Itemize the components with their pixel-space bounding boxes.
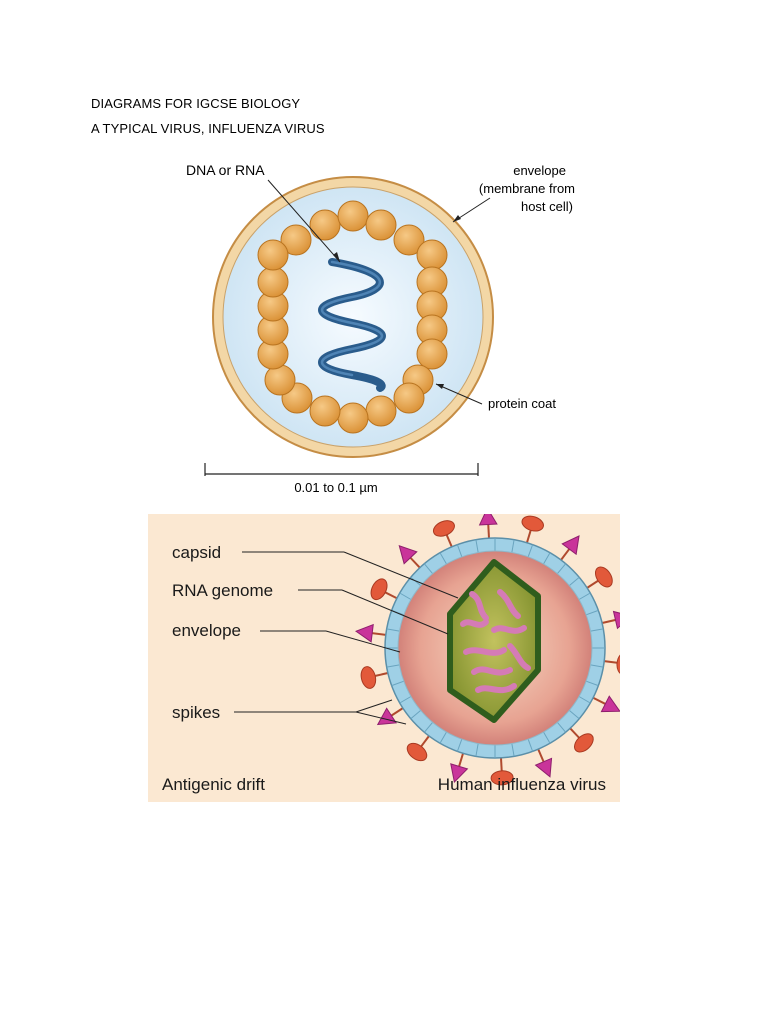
- protein-coat-bead: [393, 224, 425, 256]
- spike-knob: [616, 652, 620, 676]
- spike-knob: [521, 515, 544, 532]
- spike-knob: [490, 770, 514, 786]
- spike-stem: [586, 579, 600, 589]
- spike-stem: [371, 632, 386, 636]
- protein-coat-bead: [257, 266, 289, 298]
- protein-coat-bead: [280, 224, 312, 256]
- spike-triangle: [478, 514, 498, 526]
- spike-triangle: [354, 623, 374, 643]
- protein-coat-bead: [264, 364, 296, 396]
- spike-stem: [419, 735, 430, 748]
- protein-coat-bead: [416, 239, 448, 271]
- protein-coat-bead: [337, 402, 369, 434]
- leader-dna-or-rna: [267, 179, 341, 263]
- caption-human-influenza-virus: Human influenza virus: [438, 775, 606, 794]
- protein-coat-ring: [257, 200, 448, 434]
- protein-coat-bead: [365, 209, 397, 241]
- spike-triangle: [612, 610, 620, 630]
- document-subheading: A TYPICAL VIRUS, INFLUENZA VIRUS: [91, 121, 325, 136]
- spike-knob: [594, 566, 613, 588]
- spike-stem: [601, 618, 616, 624]
- spike-triangle: [398, 545, 418, 565]
- spike-triangle: [450, 763, 469, 783]
- spike-stem: [487, 524, 491, 539]
- spike-stem: [525, 529, 532, 544]
- spike-stem: [445, 533, 453, 548]
- label-capsid: capsid: [172, 543, 221, 562]
- spike-stem: [499, 757, 503, 772]
- label-dna-or-rna: DNA or RNA: [186, 162, 265, 178]
- label-envelope: envelope: [172, 621, 241, 640]
- spike-triangle: [534, 757, 553, 778]
- protein-coat-bead: [337, 200, 369, 232]
- label-envelope: envelope: [513, 163, 566, 178]
- spike-stem: [592, 696, 607, 705]
- protein-coat-bead: [416, 338, 448, 370]
- protein-coat-bead: [309, 209, 341, 241]
- spike-stem: [569, 727, 581, 740]
- protein-coat-bead: [257, 239, 289, 271]
- leader-protein-coat: [435, 383, 483, 405]
- spike-stem: [560, 548, 571, 561]
- spikes-ring: [354, 514, 620, 786]
- spike-stem: [604, 660, 619, 664]
- caption-antigenic-drift: Antigenic drift: [162, 775, 265, 794]
- label-rna-genome: RNA genome: [172, 581, 273, 600]
- label-envelope-host-cell: host cell): [521, 199, 573, 214]
- rna-genome: [460, 589, 531, 694]
- spike-triangle: [561, 535, 580, 556]
- label-spikes: spikes: [172, 703, 220, 722]
- spike-knob: [360, 666, 377, 689]
- label-protein-coat: protein coat: [488, 396, 556, 411]
- spike-stem: [374, 672, 389, 678]
- spike-stem: [383, 591, 398, 600]
- scale-label: 0.01 to 0.1 µm: [294, 480, 377, 495]
- spike-knob: [574, 733, 594, 753]
- influenza-virus-diagram: capsid RNA genome envelope spikes Antige…: [148, 514, 620, 802]
- spike-stem: [390, 707, 404, 717]
- spike-stem: [458, 752, 465, 767]
- spike-knob: [406, 742, 428, 762]
- spike-knob: [370, 578, 388, 601]
- spike-knob: [432, 520, 455, 537]
- capsid: [447, 559, 541, 723]
- document-heading: DIAGRAMS FOR IGCSE BIOLOGY: [91, 96, 301, 111]
- protein-coat-bead: [393, 382, 425, 414]
- label-envelope-membrane: (membrane from: [479, 181, 575, 196]
- typical-virus-diagram: DNA or RNA envelope (membrane from host …: [186, 162, 575, 495]
- protein-coat-bead: [365, 395, 397, 427]
- protein-coat-bead: [309, 395, 341, 427]
- spike-stem: [409, 556, 421, 569]
- spike-stem: [537, 748, 545, 763]
- spike-triangle: [600, 695, 620, 713]
